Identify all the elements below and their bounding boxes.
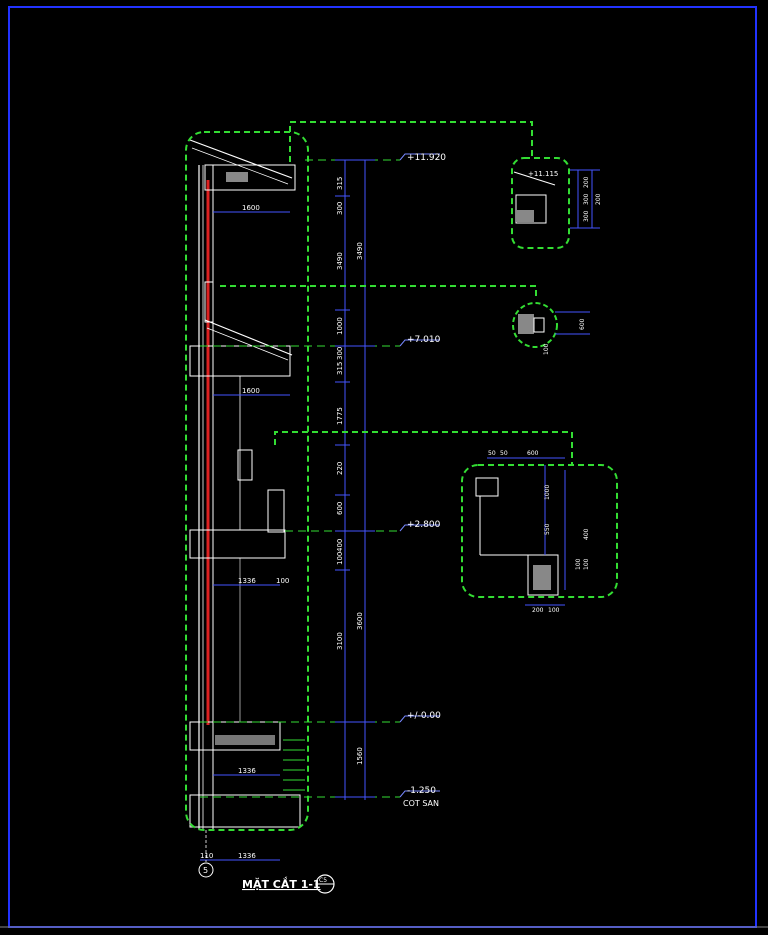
drawing-frame: [8, 6, 757, 928]
vdim-9: 220: [336, 462, 344, 475]
level-label-3: +2.800: [407, 520, 441, 530]
slab-floor-2: [189, 529, 286, 559]
detail-top: +11.115 200 300 300 200: [511, 157, 602, 249]
level-label-4: +/-0.00: [407, 711, 441, 721]
vdim-2: 300: [336, 202, 344, 215]
svg-text:200: 200: [532, 607, 544, 614]
section-badge-label: C5: [319, 877, 327, 884]
section-title: MẶT CẮT 1-1: [242, 876, 321, 891]
grid-marker-label: 5: [203, 866, 208, 875]
svg-text:300: 300: [583, 210, 590, 222]
vdim-6: 300: [336, 347, 344, 360]
horizontal-dimension-lines: [200, 211, 290, 861]
vdim-5: 315: [336, 362, 344, 375]
hdim-3: 1336: [238, 577, 256, 585]
svg-text:400: 400: [583, 528, 590, 540]
vdim-1: 315: [336, 177, 344, 190]
detail-lower: 50 600 50 1000 550 400 100 100 200 100: [461, 450, 618, 614]
svg-text:100: 100: [543, 343, 550, 355]
slab-floor-3: [189, 345, 291, 377]
vdim-10: 600: [336, 502, 344, 515]
vdim-14: 3600: [356, 612, 364, 630]
svg-text:550: 550: [544, 523, 551, 535]
vertical-dimension-texts: 315 300 3490 1000 315 300 1775 3490 220 …: [336, 177, 364, 765]
hdim-5: 1336: [238, 767, 256, 775]
vdim-15: 1560: [356, 747, 364, 765]
svg-text:50: 50: [488, 450, 496, 457]
vdim-8: 3490: [356, 242, 364, 260]
vdim-12: 100: [336, 552, 344, 565]
vdim-4: 1000: [336, 317, 344, 335]
slab-roof: [204, 164, 296, 191]
hdim-6: 1336: [238, 852, 256, 860]
level-label-5: -1.250: [407, 786, 436, 796]
svg-text:100: 100: [583, 558, 590, 570]
svg-text:50: 50: [500, 450, 508, 457]
slab-basement: [189, 794, 301, 828]
level-label-2: +7.010: [407, 335, 441, 345]
vdim-11: 400: [336, 539, 344, 552]
vdim-3: 3490: [336, 252, 344, 270]
hdim-2: 1600: [242, 387, 260, 395]
detail-top-level: +11.115: [528, 170, 558, 178]
svg-text:300: 300: [583, 193, 590, 205]
section-badge: C5: [315, 874, 335, 894]
hdim-4: 100: [276, 577, 289, 585]
svg-text:200: 200: [595, 193, 602, 205]
hdim-7: 110: [200, 852, 213, 860]
svg-text:600: 600: [527, 450, 539, 457]
svg-text:200: 200: [583, 176, 590, 188]
detail-mid: 600 100: [512, 302, 590, 355]
grid-marker: 5: [198, 830, 214, 878]
level-label-1: +11.920: [407, 153, 446, 163]
main-section-outline: [185, 131, 309, 831]
svg-text:100: 100: [548, 607, 560, 614]
svg-text:600: 600: [579, 318, 586, 330]
stair-steps: [283, 739, 305, 791]
svg-text:1000: 1000: [544, 485, 551, 500]
section-wall: [189, 139, 305, 830]
vdim-13: 3100: [336, 632, 344, 650]
level-markers: [399, 153, 440, 798]
ground-label: COT SAN: [403, 799, 439, 808]
vdim-7: 1775: [336, 407, 344, 425]
svg-text:100: 100: [575, 558, 582, 570]
level-lines: [200, 159, 400, 798]
vertical-dimension-lines: [335, 159, 375, 800]
detail-callout-connectors: [220, 121, 573, 465]
slab-floor-1: [189, 721, 281, 751]
hdim-1: 1600: [242, 204, 260, 212]
